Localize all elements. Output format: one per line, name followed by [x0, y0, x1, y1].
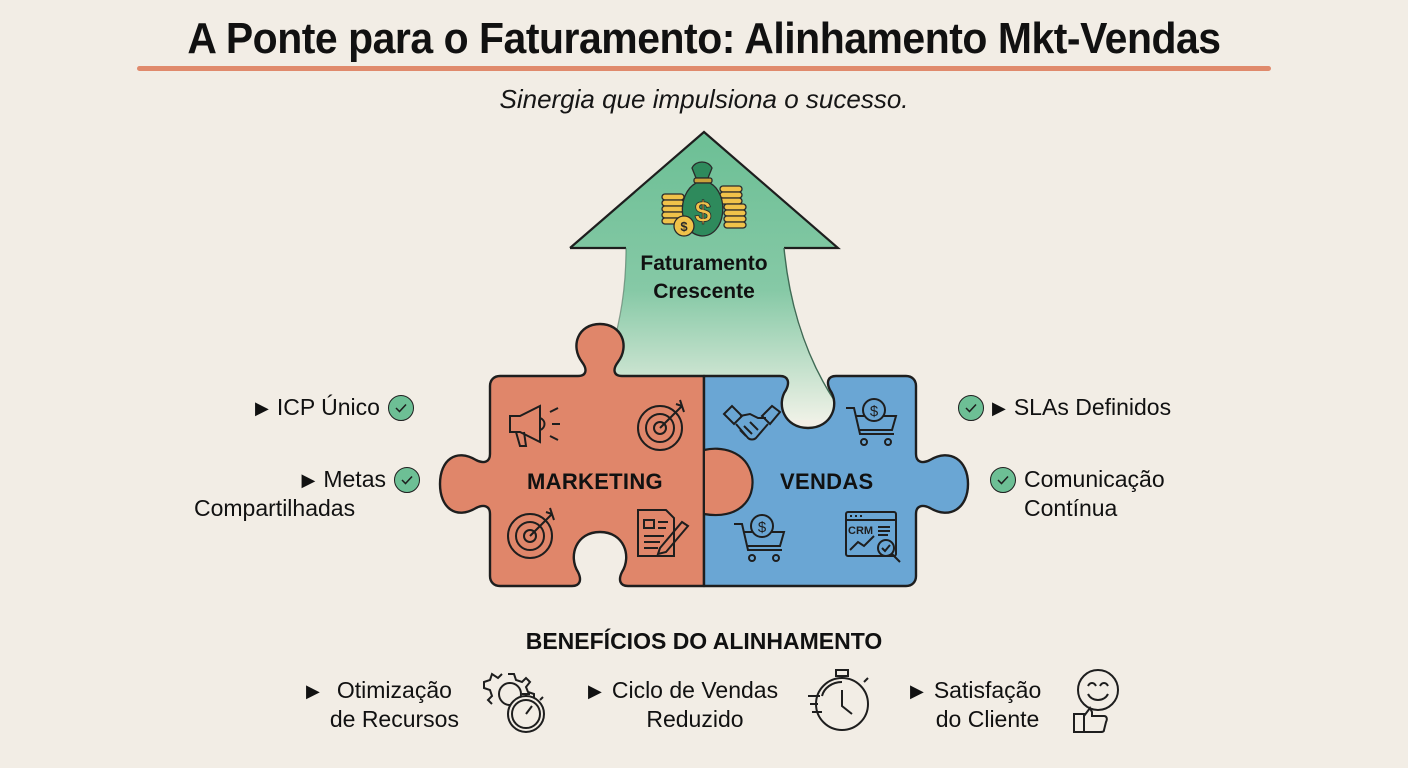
check-circle-icon [387, 394, 414, 421]
benefit-line1: Ciclo de Vendas [611, 677, 779, 703]
item-label: ICP Único [276, 394, 380, 420]
cart-dollar-icon: $ [846, 398, 898, 446]
smiley-thumbs-up-icon [1073, 669, 1119, 733]
arrow-label-line1: Faturamento [640, 252, 768, 275]
item-label-line2: Compartilhadas [194, 495, 356, 521]
triangle-marker-icon: ▶ [301, 469, 316, 490]
page-subtitle: Sinergia que impulsiona o sucesso. [499, 84, 909, 114]
svg-text:$: $ [870, 403, 879, 420]
cart-dollar-icon: $ [734, 514, 786, 562]
benefit-line1: Otimização [336, 677, 452, 703]
check-circle-icon [990, 467, 1016, 493]
triangle-marker-icon: ▶ [306, 681, 320, 701]
money-bag-coins-icon: $ $ [661, 161, 747, 237]
svg-text:$: $ [758, 519, 767, 536]
document-edit-icon [637, 509, 690, 557]
triangle-marker-icon: ▶ [588, 681, 602, 701]
growth-arrow [569, 130, 841, 420]
svg-text:CRM: CRM [848, 525, 873, 537]
fast-stopwatch-icon [808, 669, 869, 731]
benefit-ciclo-vendas: ▶ Ciclo de Vendas Reduzido [588, 676, 778, 734]
svg-text:$: $ [695, 196, 712, 229]
benefit-line2: Reduzido [646, 706, 744, 732]
marketing-label: MARKETING [527, 469, 663, 494]
check-circle-icon [958, 394, 984, 421]
gear-stopwatch-icon [483, 672, 545, 733]
title-underline [137, 66, 1271, 71]
benefit-line2: de Recursos [329, 706, 459, 732]
triangle-marker-icon: ▶ [910, 681, 924, 701]
target-icon [637, 399, 685, 451]
right-item-slas: ▶ SLAs Definidos [958, 393, 1171, 422]
handshake-icon [722, 404, 782, 441]
left-item-metas: ▶ Metas Compartilhadas [194, 465, 420, 523]
benefits-title: BENEFÍCIOS DO ALINHAMENTO [525, 628, 883, 654]
benefit-line1: Satisfação [933, 677, 1042, 703]
benefit-line2: do Cliente [935, 706, 1040, 732]
item-label-line2: Contínua [1024, 495, 1118, 521]
right-item-comunicacao: Comunicação Contínua [990, 465, 1165, 523]
item-label: SLAs Definidos [1013, 394, 1172, 420]
item-label-line1: Comunicação [1024, 466, 1165, 492]
svg-text:$: $ [680, 219, 688, 234]
left-item-icp: ▶ ICP Único [255, 393, 414, 422]
check-circle-icon [394, 466, 420, 493]
page-title: A Ponte para o Faturamento: Alinhamento … [187, 14, 1221, 63]
triangle-marker-icon: ▶ [255, 397, 269, 418]
item-label-line1: Metas [323, 466, 386, 492]
arrow-label-line2: Crescente [653, 280, 755, 303]
triangle-marker-icon: ▶ [992, 397, 1006, 418]
megaphone-icon [509, 404, 560, 447]
benefit-satisfacao: ▶ Satisfação do Cliente [910, 676, 1041, 734]
crm-analytics-icon: CRM [845, 511, 901, 563]
vendas-label: VENDAS [780, 469, 874, 494]
arrow-label: Faturamento Crescente [604, 250, 804, 306]
target-icon [507, 507, 555, 559]
benefit-otimizacao: ▶ Otimização de Recursos [306, 676, 459, 734]
